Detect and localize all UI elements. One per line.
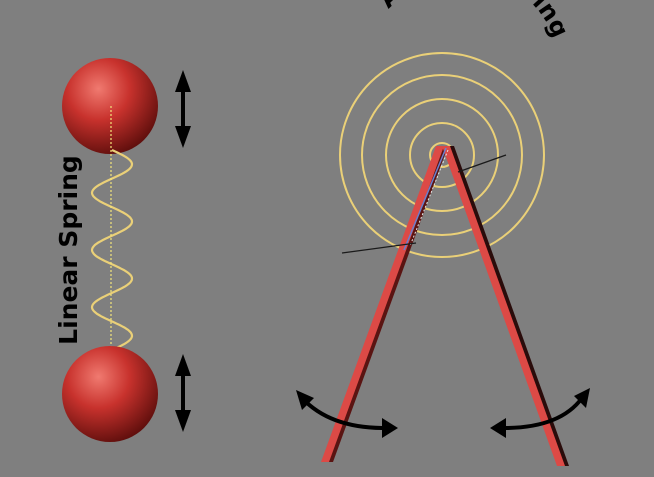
- left-rod: [321, 146, 448, 462]
- double-arrow-icon: [175, 354, 191, 432]
- right-rod: [442, 146, 569, 466]
- angular-spring-assembly: Angular Spring: [296, 0, 590, 466]
- top-ball: [62, 58, 158, 154]
- guide-line-right: [457, 154, 507, 173]
- bottom-ball: [62, 346, 158, 442]
- pivot-axis-line: [403, 147, 447, 251]
- linear-spring-coil: [90, 149, 134, 352]
- linear-spring-label: Linear Spring: [54, 155, 83, 345]
- linear-spring-assembly: Linear Spring: [54, 58, 191, 442]
- curved-double-arrow-icon: [296, 390, 398, 438]
- curved-double-arrow-icon: [490, 388, 590, 438]
- pivot-axis-dotted: [409, 149, 449, 247]
- angular-spring-coil: [339, 52, 545, 258]
- angular-spring-label: Angular Spring: [373, 0, 575, 41]
- guide-line-left: [341, 242, 417, 254]
- double-arrow-icon: [175, 70, 191, 148]
